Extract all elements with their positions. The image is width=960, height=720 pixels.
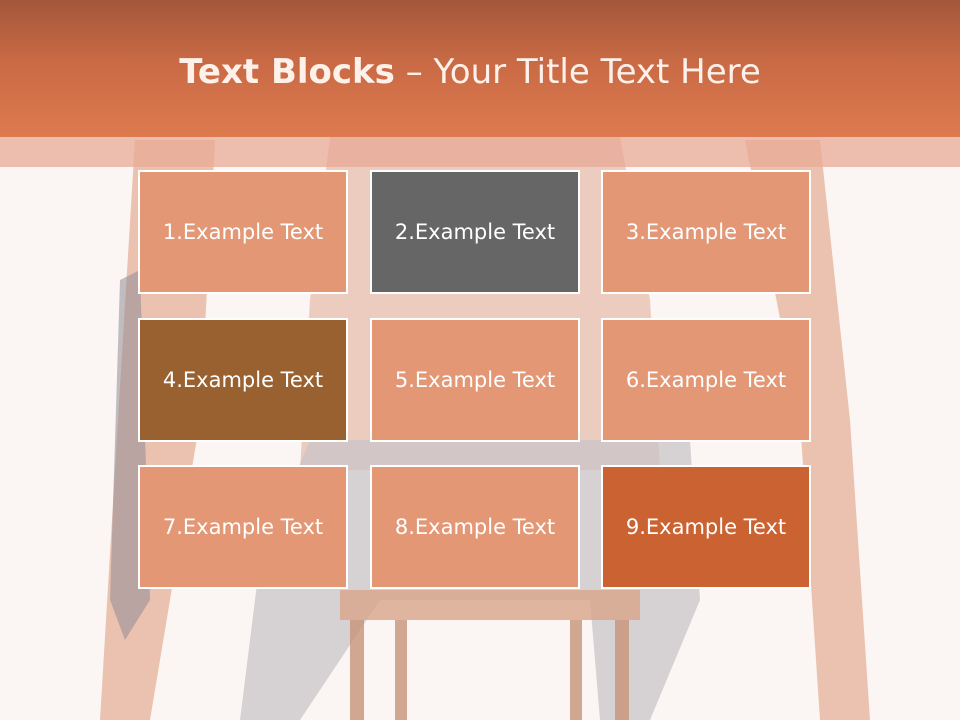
text-block-6[interactable]: 6.Example Text [601,318,811,442]
text-block-5[interactable]: 5.Example Text [370,318,580,442]
text-block-9[interactable]: 9.Example Text [601,465,811,589]
text-block-2[interactable]: 2.Example Text [370,170,580,294]
text-block-3[interactable]: 3.Example Text [601,170,811,294]
title-bold: Text Blocks [179,52,395,92]
text-block-7[interactable]: 7.Example Text [138,465,348,589]
header-band [0,0,960,137]
text-block-1[interactable]: 1.Example Text [138,170,348,294]
text-block-8[interactable]: 8.Example Text [370,465,580,589]
title-rest: Your Title Text Here [433,52,761,92]
title-dash: – [394,52,434,92]
text-block-4[interactable]: 4.Example Text [138,318,348,442]
slide-title: Text Blocks – Your Title Text Here [0,52,940,92]
header-accent-strip [0,137,960,167]
